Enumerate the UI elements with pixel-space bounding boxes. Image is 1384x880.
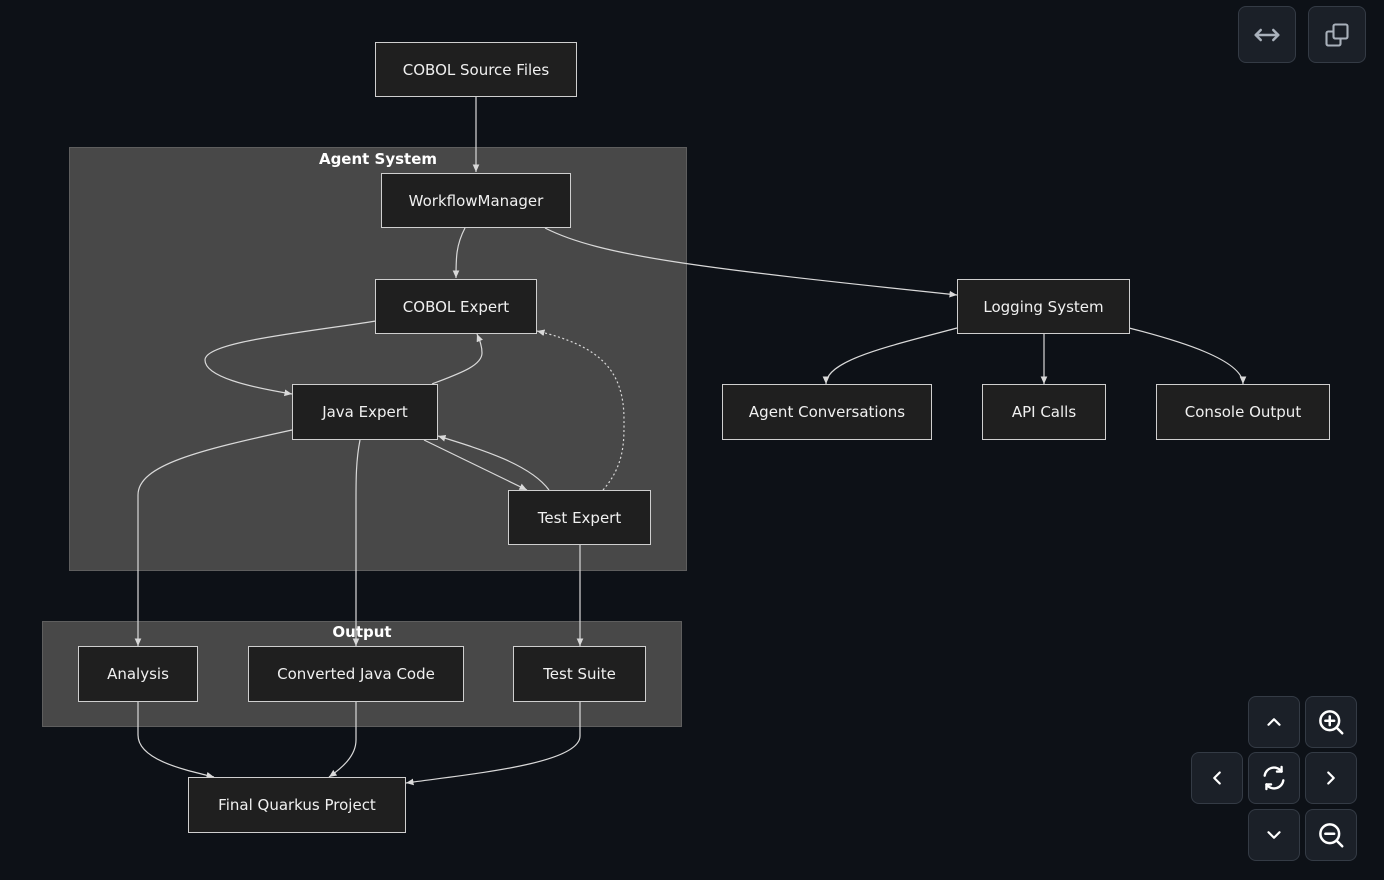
cluster-label-agent-system: Agent System xyxy=(318,150,438,168)
edge-java-expert-to-cobol-expert xyxy=(431,333,483,385)
node-final-quarkus-project[interactable]: Final Quarkus Project xyxy=(188,777,406,833)
node-api-calls[interactable]: API Calls xyxy=(982,384,1106,440)
chevron-right-icon xyxy=(1327,771,1335,785)
node-agent-conversations[interactable]: Agent Conversations xyxy=(722,384,932,440)
edge-workflow-to-logging xyxy=(544,227,958,298)
copy-button[interactable] xyxy=(1308,6,1366,63)
chevron-up-icon xyxy=(1267,718,1281,726)
reset-view-button[interactable] xyxy=(1248,752,1300,804)
node-cobol-expert[interactable]: COBOL Expert xyxy=(375,279,537,334)
chevron-down-icon xyxy=(1267,831,1281,839)
edge-logging-to-agent-conversations xyxy=(822,327,958,385)
zoom-in-button[interactable] xyxy=(1305,696,1357,748)
pan-right-button[interactable] xyxy=(1305,752,1357,804)
pan-left-button[interactable] xyxy=(1191,752,1243,804)
edge-analysis-to-final xyxy=(137,702,215,779)
zoom-out-icon xyxy=(1319,823,1344,848)
node-logging-system[interactable]: Logging System xyxy=(957,279,1130,334)
node-workflow-manager[interactable]: WorkflowManager xyxy=(381,173,571,228)
node-java-expert[interactable]: Java Expert xyxy=(292,384,438,440)
zoom-out-button[interactable] xyxy=(1305,809,1357,861)
copy-icon xyxy=(1325,22,1349,47)
edge-java-expert-to-analysis xyxy=(134,429,293,646)
zoom-in-icon xyxy=(1319,710,1344,735)
node-analysis[interactable]: Analysis xyxy=(78,646,198,702)
pan-down-button[interactable] xyxy=(1248,809,1300,861)
node-test-expert[interactable]: Test Expert xyxy=(508,490,651,545)
node-cobol-source-files[interactable]: COBOL Source Files xyxy=(375,42,577,97)
node-converted-java-code[interactable]: Converted Java Code xyxy=(248,646,464,702)
edge-workflow-to-cobol-expert xyxy=(452,227,466,279)
chevron-left-icon xyxy=(1213,771,1221,785)
edge-cobol-expert-to-java-expert xyxy=(204,320,377,397)
edge-test-expert-to-cobol-expert xyxy=(536,329,625,491)
node-test-suite[interactable]: Test Suite xyxy=(513,646,646,702)
edge-test-suite-to-final xyxy=(405,702,581,786)
reset-icon xyxy=(1263,765,1285,791)
node-console-output[interactable]: Console Output xyxy=(1156,384,1330,440)
edge-test-expert-to-java-expert xyxy=(437,435,550,491)
expand-horizontal-icon xyxy=(1254,28,1280,41)
edge-logging-to-console-output xyxy=(1128,327,1247,385)
expand-horizontal-button[interactable] xyxy=(1238,6,1296,63)
edge-java-expert-to-test-expert xyxy=(423,439,528,491)
pan-up-button[interactable] xyxy=(1248,696,1300,748)
edge-java-expert-to-converted-java xyxy=(352,439,361,646)
cluster-label-output: Output xyxy=(332,623,392,641)
edge-converted-java-to-final xyxy=(328,702,357,778)
